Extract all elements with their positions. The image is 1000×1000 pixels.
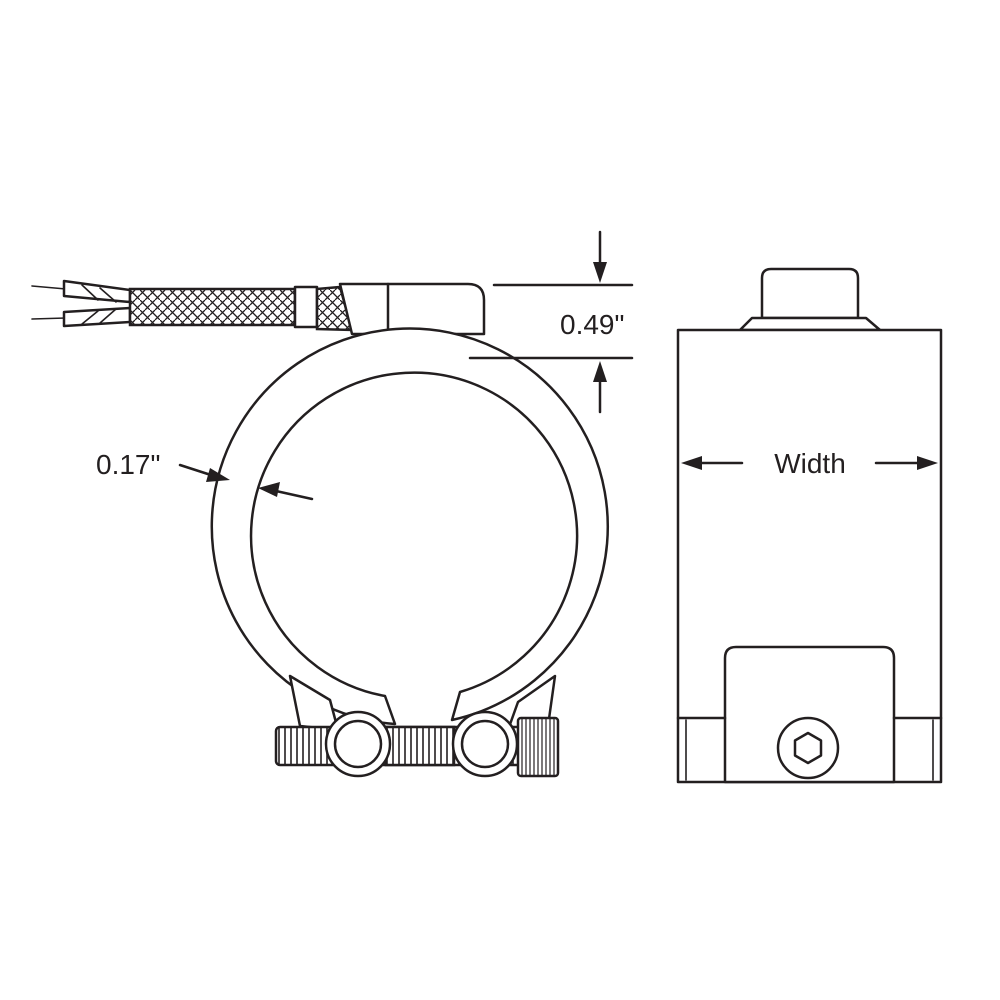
- side-clamp: [676, 645, 943, 784]
- clamp-barrel-right: [451, 710, 519, 778]
- clamp-barrel-left: [324, 710, 392, 778]
- side-terminal-box: [738, 267, 882, 332]
- thickness-label: 0.17": [96, 449, 160, 480]
- width-label: Width: [774, 448, 846, 479]
- side-view: Width: [676, 267, 943, 784]
- braided-sleeve: [128, 285, 354, 332]
- thickness-dimension: 0.17": [96, 449, 314, 501]
- hex-socket-icon: [793, 731, 823, 765]
- terminal-box: [338, 282, 486, 336]
- band-ring: [210, 327, 610, 726]
- clamp-straps: [288, 674, 557, 732]
- front-view: 0.17" 0.49": [31, 230, 634, 778]
- width-dimension: Width: [681, 448, 938, 479]
- height-label: 0.49": [560, 309, 624, 340]
- lead-wires: [31, 279, 132, 328]
- height-dimension: 0.49": [468, 230, 634, 414]
